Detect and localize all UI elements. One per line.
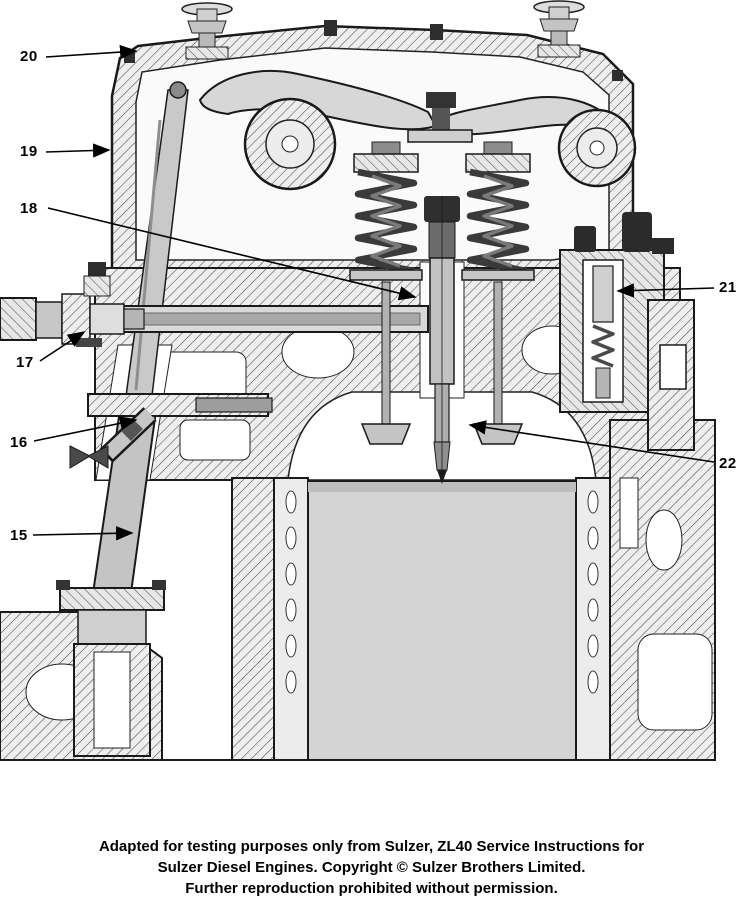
valve-spring-left bbox=[349, 141, 423, 445]
callout-label-19: 19 bbox=[20, 143, 38, 160]
leader-line-20 bbox=[45, 44, 138, 60]
callout-label-16: 16 bbox=[10, 434, 28, 451]
rocker-arm-right bbox=[442, 96, 637, 188]
leader-line-18 bbox=[47, 207, 417, 301]
callout-label-17: 17 bbox=[16, 354, 34, 371]
leader-line-15 bbox=[32, 526, 134, 541]
callout-label-22: 22 bbox=[719, 455, 737, 472]
caption-line-3: Further reproduction prohibited without … bbox=[185, 880, 558, 897]
caption: Adapted for testing purposes only from S… bbox=[0, 836, 743, 899]
leader-line-19 bbox=[45, 143, 111, 158]
callout-label-15: 15 bbox=[10, 527, 28, 544]
caption-line-2: Sulzer Diesel Engines. Copyright © Sulze… bbox=[157, 859, 586, 876]
cylinder-liner-right bbox=[575, 477, 611, 761]
valve-spring-right bbox=[461, 141, 535, 445]
leader-line-17 bbox=[39, 331, 86, 362]
callout-label-21: 21 bbox=[719, 279, 737, 296]
caption-line-1: Adapted for testing purposes only from S… bbox=[98, 838, 645, 855]
indicator-rod-assembly bbox=[0, 262, 429, 347]
cock-handle-icon bbox=[69, 445, 92, 469]
starting-valve-assembly bbox=[559, 212, 695, 451]
cylinder-liner-left bbox=[273, 477, 309, 761]
callout-label-18: 18 bbox=[20, 200, 38, 217]
leader-line-16 bbox=[33, 416, 138, 442]
piston bbox=[307, 481, 577, 761]
cover-stud-left bbox=[181, 2, 233, 60]
engine-cross-section-diagram bbox=[0, 0, 716, 761]
leader-line-21 bbox=[616, 283, 715, 298]
cover-stud-right bbox=[533, 0, 585, 58]
fuel-injector bbox=[424, 196, 460, 484]
valve-bridge-adjuster bbox=[407, 92, 473, 143]
engine-block-lower bbox=[0, 419, 716, 761]
callout-label-20: 20 bbox=[20, 48, 38, 65]
injector-nozzle-tip bbox=[437, 470, 447, 484]
pushrod bbox=[56, 81, 189, 757]
rocker-arm-left bbox=[198, 70, 438, 191]
leader-line-22 bbox=[468, 420, 715, 463]
